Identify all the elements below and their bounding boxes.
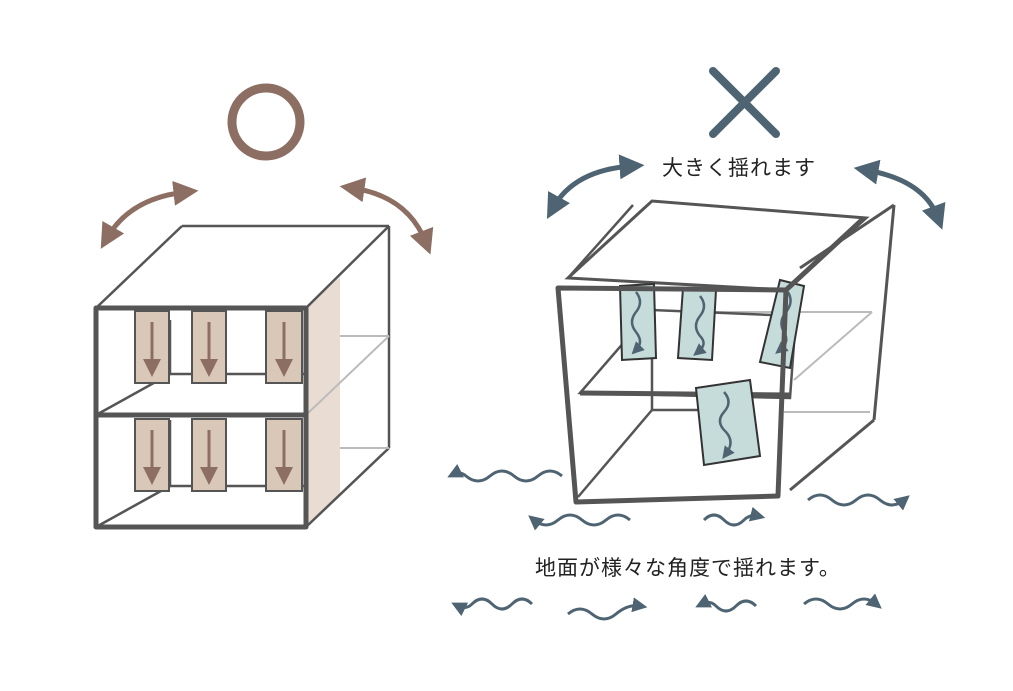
wave-arrow (451, 597, 534, 617)
wave-arrow (695, 593, 758, 613)
sway-arrow-left (100, 180, 199, 249)
stable-panel (134, 418, 170, 492)
wave-arrow (807, 493, 910, 511)
sway-arrow-right (339, 177, 434, 255)
side-wall-shade (306, 277, 340, 527)
shaking-panel (694, 378, 762, 467)
wave-arrow (702, 506, 766, 527)
sway-arrow-left (546, 154, 645, 219)
stable-building (93, 83, 434, 530)
shakes-greatly-label: 大きく揺れます (662, 156, 816, 180)
wave-arrow (447, 463, 563, 483)
cross-bad-mark (709, 67, 780, 138)
wave-arrow (528, 513, 631, 531)
stable-panel (265, 310, 303, 384)
shaking-panel (618, 282, 658, 362)
stable-panel (134, 310, 170, 384)
ground-shakes-label: 地面が様々な角度で揺れます。 (535, 556, 841, 580)
sway-arrow-right (853, 159, 946, 230)
circle-good-mark (227, 83, 305, 161)
wave-arrow (567, 597, 648, 621)
stable-panel (265, 418, 303, 492)
ground-waves (447, 463, 910, 621)
wave-arrow (803, 593, 882, 611)
unstable-frame (555, 216, 866, 505)
tilted-roof (564, 199, 870, 292)
stable-panel (191, 418, 227, 492)
shaking-panel (676, 286, 718, 362)
stable-panel (191, 310, 227, 384)
unstable-building (546, 67, 946, 505)
stable-frame (93, 305, 309, 530)
